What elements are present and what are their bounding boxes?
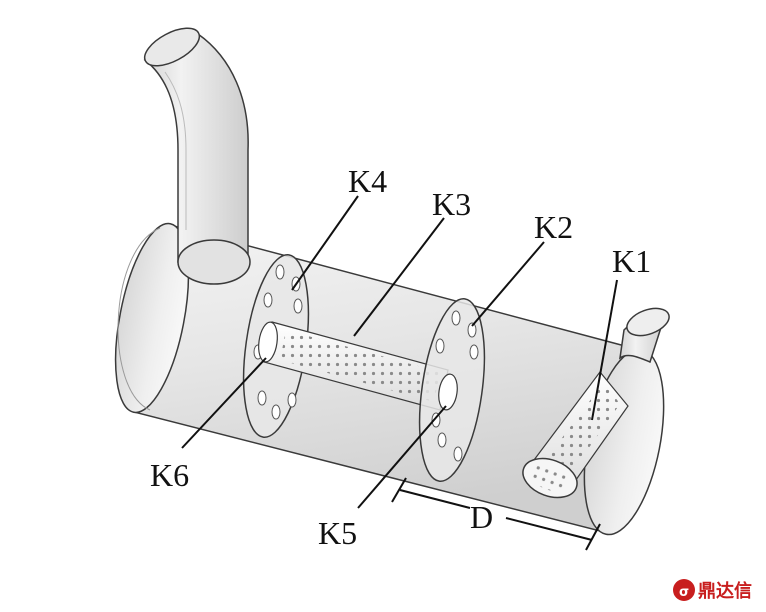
svg-text:σ: σ [679, 585, 689, 600]
watermark-logo-icon [673, 579, 695, 601]
inlet-opening [177, 239, 251, 285]
left-end-cap [114, 222, 190, 414]
leader-line-k3 [353, 217, 445, 337]
baffle-plate-k2 [418, 298, 486, 482]
label-d: D [470, 499, 493, 535]
dimension-d [391, 477, 601, 551]
leader-line-k6 [181, 357, 267, 449]
baffle-k2-holes [431, 310, 479, 462]
leader-line-k5 [357, 405, 447, 509]
label-k3: K3 [432, 186, 471, 222]
leader-line-k4 [291, 195, 359, 291]
perforated-tube-k3 [258, 321, 449, 411]
leader-line-k2 [471, 241, 545, 327]
label-k2: K2 [534, 209, 573, 245]
label-k6: K6 [150, 457, 189, 493]
label-k5: K5 [318, 515, 357, 551]
label-k4: K4 [348, 163, 387, 199]
leader-line-k1 [591, 279, 618, 421]
baffle-k2-center-hole [438, 373, 458, 411]
inlet-pipe [143, 27, 251, 285]
perforated-tube-k1 [522, 371, 629, 499]
watermark-text: 鼎达信 [698, 580, 752, 602]
watermark: σ 鼎达信 [673, 579, 752, 602]
outlet-pipe [619, 307, 670, 363]
label-k1: K1 [612, 243, 651, 279]
